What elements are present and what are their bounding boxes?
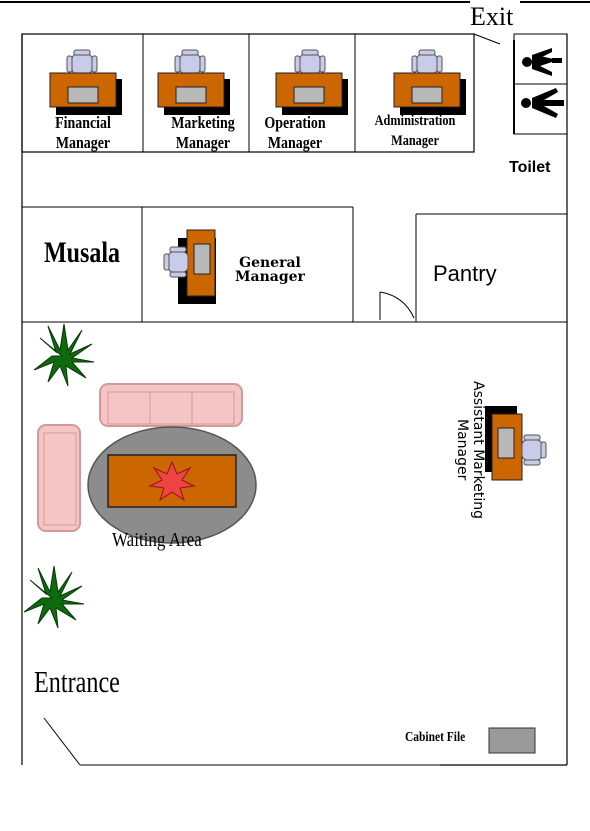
pantry-label: Pantry	[433, 261, 497, 286]
woman-icon	[522, 48, 562, 76]
desk-icon	[49, 49, 123, 116]
man-icon	[521, 88, 564, 118]
flower-icon	[148, 460, 196, 502]
desk-icon	[393, 49, 467, 116]
exit-label: Exit	[470, 2, 514, 31]
sofa-icon	[99, 383, 243, 427]
plant-icon	[23, 565, 85, 629]
musala-label: Musala	[44, 236, 121, 269]
desk-icon	[157, 49, 231, 116]
cabinet-file-label: Cabinet File	[405, 730, 466, 745]
desk-icon	[485, 406, 547, 481]
cabinet-icon	[488, 727, 536, 754]
desk-icon	[163, 229, 216, 304]
sofa-icon	[37, 424, 81, 532]
desk-icon	[275, 49, 349, 116]
plant-icon	[33, 323, 95, 387]
toilet-label: Toilet	[509, 159, 551, 176]
entrance-label: Entrance	[34, 664, 120, 699]
assistant-marketing-manager-label: Assistant Marketing Manager	[454, 380, 486, 519]
waiting-area-label: Waiting Area	[112, 529, 202, 551]
